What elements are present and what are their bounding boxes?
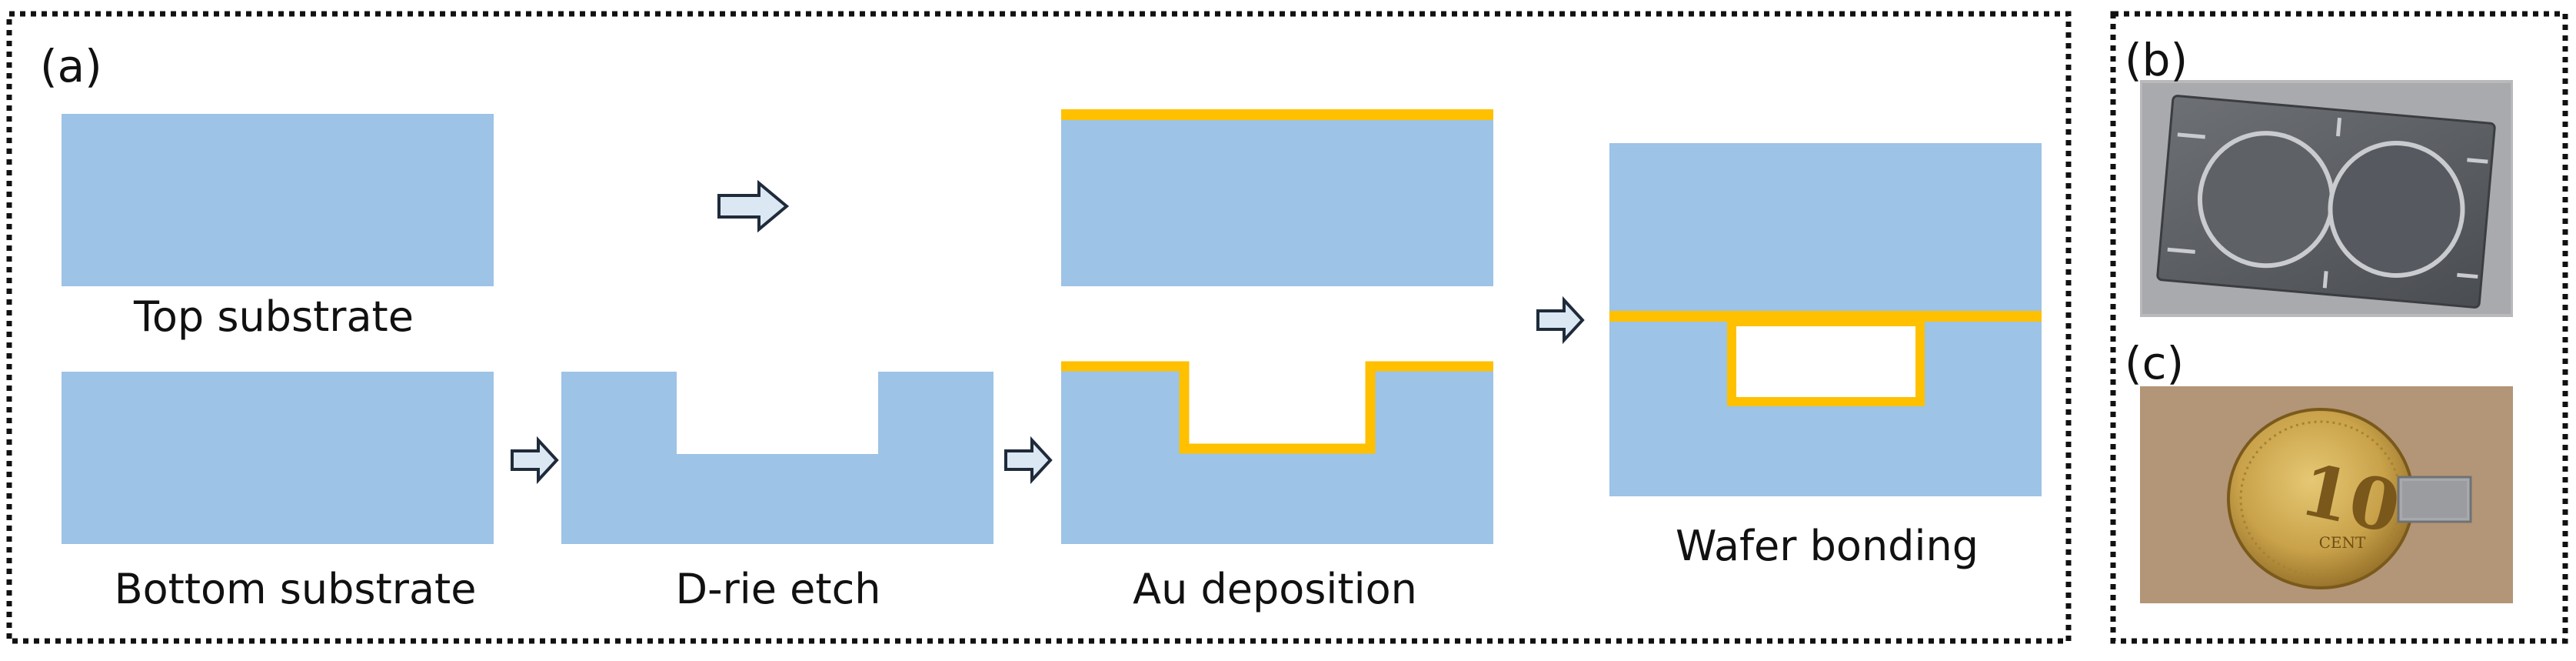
panel-label-b: (b)	[2125, 34, 2188, 86]
caption-top-substrate: Top substrate	[133, 292, 414, 341]
panel-label-a: (a)	[40, 40, 102, 92]
coin-photo: 10 CENT	[2140, 386, 2513, 603]
bottom-substrate	[62, 372, 494, 544]
arrow-icon	[1536, 295, 1585, 345]
arrow-icon	[511, 436, 559, 485]
caption-bottom-substrate: Bottom substrate	[115, 565, 477, 613]
arrow-icon	[1004, 436, 1053, 485]
chip-photo	[2140, 80, 2513, 317]
bond-gold-layer	[1609, 311, 2042, 322]
coin-unit-text: CENT	[2319, 533, 2366, 552]
bonded-cavity	[1727, 317, 1925, 406]
top-substrate	[62, 114, 494, 286]
au-top-substrate	[1061, 114, 1493, 286]
panel-label-c: (c)	[2125, 337, 2184, 389]
au-bottom-substrate	[1061, 366, 1493, 544]
caption-wafer-bonding: Wafer bonding	[1676, 522, 1979, 570]
panel-bc-frame	[2110, 11, 2568, 644]
au-bottom-gold-layer	[1061, 361, 1493, 454]
arrow-icon	[717, 179, 790, 233]
panel-a-frame	[6, 11, 2072, 644]
drie-etched-substrate	[561, 372, 993, 544]
au-top-gold-layer	[1061, 109, 1493, 120]
coin-value-text: 10	[2294, 448, 2408, 549]
caption-drie-etch: D-rie etch	[676, 565, 881, 613]
caption-au-deposition: Au deposition	[1133, 565, 1417, 613]
